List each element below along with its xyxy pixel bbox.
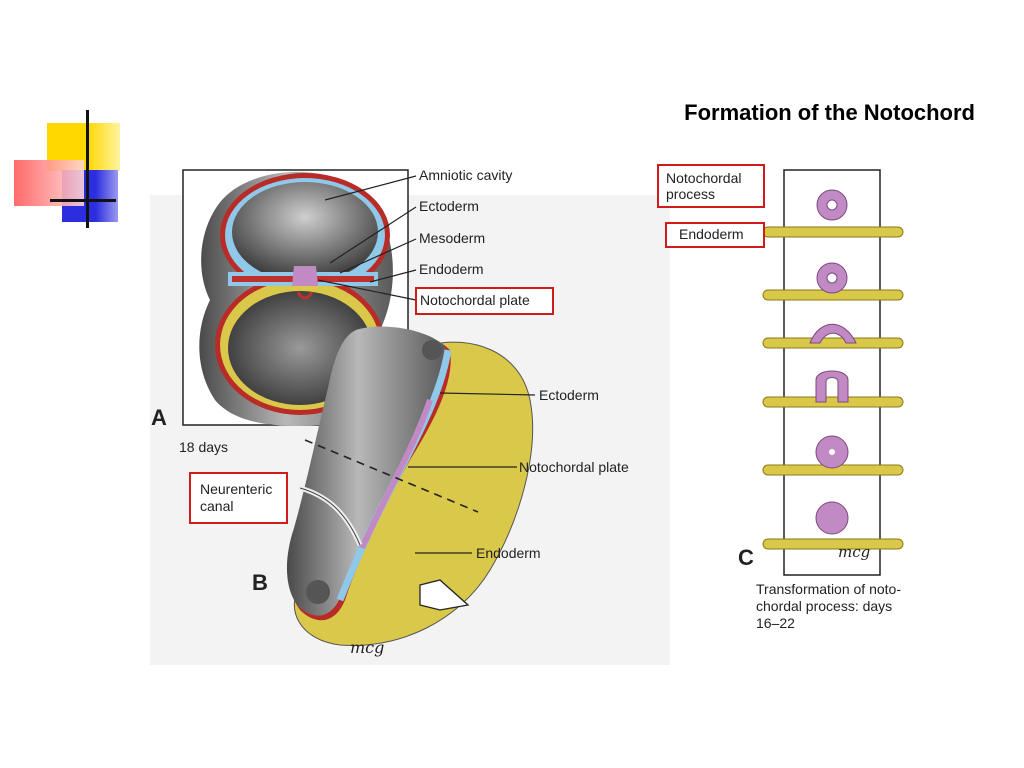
panel-b-embryo [286, 326, 534, 647]
label-notochordal: Notochordal [666, 170, 742, 186]
label-endoderm-b: Endoderm [476, 545, 541, 561]
leader-lines [317, 175, 536, 554]
notochordal-process-box: Notochordal process [657, 164, 765, 208]
neurenteric-canal-box: Neurenteric canal [189, 472, 288, 524]
panel-b-letter: B [252, 570, 268, 595]
label-endoderm-c: Endoderm [679, 226, 744, 242]
label-mesoderm: Mesoderm [419, 230, 486, 246]
notochordal-plate-box-a: Notochordal plate [415, 287, 554, 315]
label-notochordal-plate-b: Notochordal plate [519, 459, 629, 475]
label-endoderm-a: Endoderm [419, 261, 484, 277]
label-notochordal-plate-a: Notochordal plate [420, 292, 530, 308]
caption-line-1: Transformation of noto- [756, 581, 901, 597]
panel-b-signature: mcg [350, 638, 385, 657]
label-neurenteric: Neurenteric [200, 481, 273, 497]
caption-line-3: 16–22 [756, 615, 795, 631]
panel-c-caption: Transformation of noto- chordal process:… [756, 581, 901, 632]
panel-a-letter: A [151, 405, 167, 430]
panel-c-letter: C [738, 545, 754, 570]
panel-a-age: 18 days [179, 439, 229, 455]
panel-c-column [762, 169, 904, 576]
endoderm-box-c: Endoderm [665, 222, 765, 248]
label-canal: canal [200, 498, 234, 514]
label-process: process [666, 186, 716, 202]
caption-line-2: chordal process: days [756, 598, 893, 614]
label-ectoderm-a: Ectoderm [419, 198, 479, 214]
panel-c-signature: mcg [838, 543, 871, 561]
label-ectoderm-b: Ectoderm [539, 387, 599, 403]
slide-title: Formation of the Notochord [684, 100, 975, 125]
label-amniotic-cavity: Amniotic cavity [419, 167, 513, 183]
